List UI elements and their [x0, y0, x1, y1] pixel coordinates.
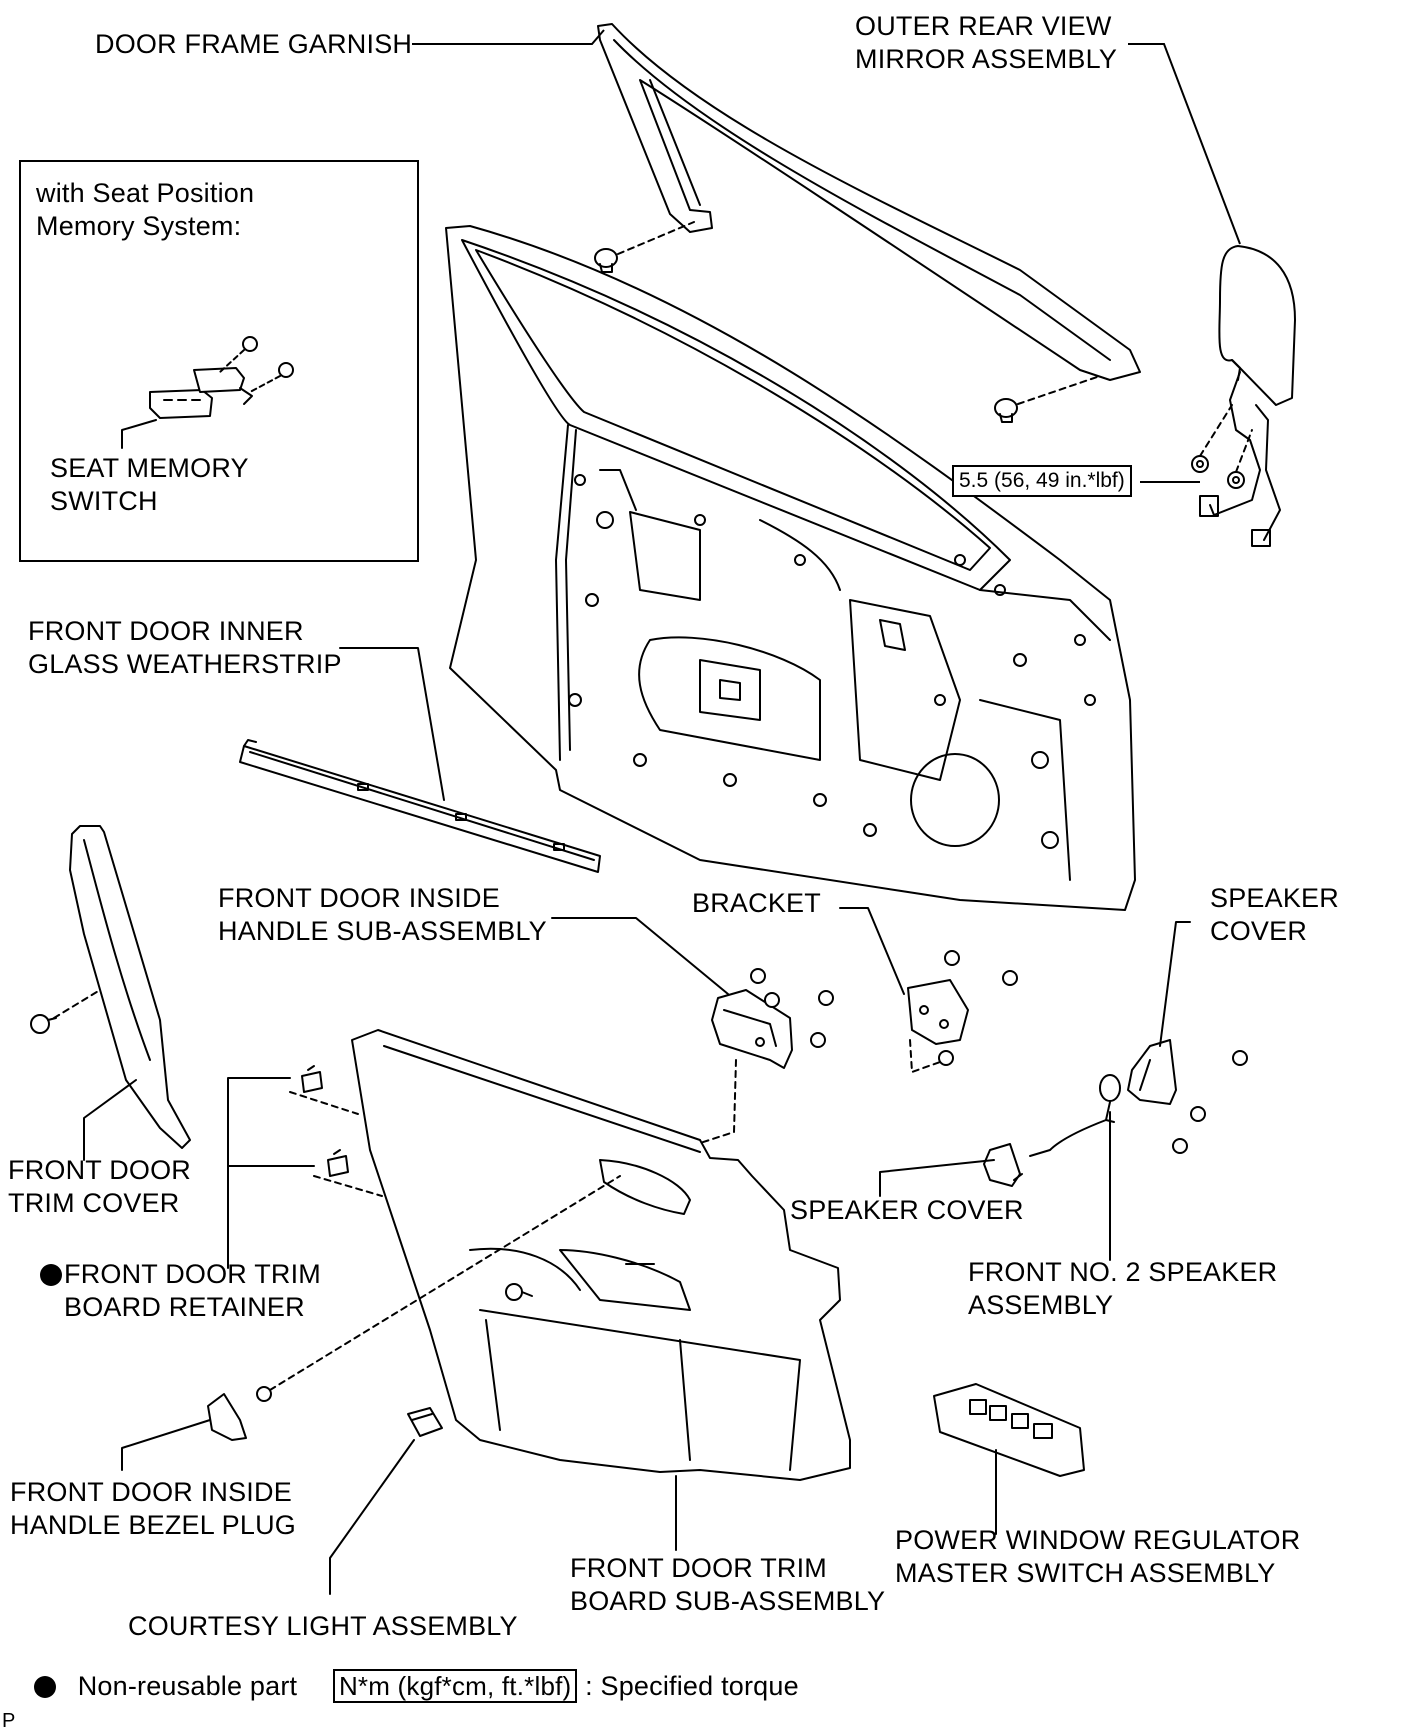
- seat-memory-screw-leader-2: [249, 375, 281, 393]
- bezel-screw: [256, 1386, 272, 1402]
- seat-memory-screw-leader-1: [219, 349, 245, 373]
- trim-board-label: FRONT DOOR TRIM BOARD SUB-ASSEMBLY: [570, 1552, 885, 1618]
- inside-handle-line1: FRONT DOOR INSIDE: [218, 883, 500, 913]
- trim-cover-leader: [83, 1079, 137, 1161]
- speaker-assembly-label: FRONT NO. 2 SPEAKER ASSEMBLY: [968, 1256, 1277, 1322]
- front-door-inner-glass-weatherstrip: [239, 739, 601, 873]
- speaker-cover-screws: [1172, 1050, 1248, 1154]
- trim-retainer-label: FRONT DOOR TRIM BOARD RETAINER: [40, 1258, 321, 1324]
- trim-retainer-line1: FRONT DOOR TRIM: [64, 1259, 321, 1289]
- speaker-assembly-line2: ASSEMBLY: [968, 1290, 1114, 1320]
- seat-memory-switch-line2: SWITCH: [50, 486, 158, 516]
- speaker-cover-upper-label: SPEAKER COVER: [1210, 882, 1339, 948]
- legend-torque-box: N*m (kgf*cm, ft.*lbf): [332, 1669, 578, 1703]
- retainer-leader: [227, 1077, 315, 1269]
- bezel-plug-label: FRONT DOOR INSIDE HANDLE BEZEL PLUG: [10, 1476, 296, 1542]
- mirror-nut-1: [1191, 455, 1209, 473]
- trim-board-screw: [505, 1283, 533, 1301]
- inside-handle-line2: HANDLE SUB-ASSEMBLY: [218, 916, 547, 946]
- speaker-cover-upper-line2: COVER: [1210, 916, 1308, 946]
- trim-cover-label: FRONT DOOR TRIM COVER: [8, 1154, 191, 1220]
- speaker-cover-lower-part: [983, 1143, 1023, 1187]
- legend-torque-text: : Specified torque: [585, 1671, 799, 1701]
- inner-weatherstrip-label: FRONT DOOR INNER GLASS WEATHERSTRIP: [28, 615, 342, 681]
- courtesy-light-label: COURTESY LIGHT ASSEMBLY: [128, 1611, 518, 1641]
- inner-weatherstrip-line2: GLASS WEATHERSTRIP: [28, 649, 342, 679]
- outer-mirror-line1: OUTER REAR VIEW: [855, 11, 1112, 41]
- bezel-screw-dashed: [269, 1175, 621, 1391]
- inside-handle-screws: [750, 968, 834, 1048]
- seat-memory-switch-part: [149, 336, 294, 419]
- legend-non-reusable-icon: [34, 1676, 56, 1698]
- courtesy-light-part: [407, 1407, 443, 1437]
- garnish-clip-leader-lower: [1017, 375, 1101, 405]
- bezel-plug-line2: HANDLE BEZEL PLUG: [10, 1510, 296, 1540]
- seat-memory-inset: [19, 160, 419, 562]
- bezel-plug-line1: FRONT DOOR INSIDE: [10, 1477, 292, 1507]
- front-door-trim-cover-part: [69, 825, 191, 1149]
- outer-mirror-line2: MIRROR ASSEMBLY: [855, 44, 1118, 74]
- courtesy-light-leader: [329, 1439, 415, 1595]
- master-switch-line2: MASTER SWITCH ASSEMBLY: [895, 1558, 1276, 1588]
- bracket-dashed: [909, 1039, 941, 1073]
- legend: Non-reusable part N*m (kgf*cm, ft.*lbf) …: [34, 1669, 799, 1703]
- bracket-part: [907, 979, 969, 1045]
- power-window-master-switch-part: [933, 1383, 1085, 1477]
- seat-memory-switch-label: SEAT MEMORY SWITCH: [50, 452, 249, 518]
- mirror-torque-spec: 5.5 (56, 49 in.*lbf): [952, 465, 1132, 497]
- front-door-inside-handle: [711, 989, 793, 1069]
- outer-mirror-label: OUTER REAR VIEW MIRROR ASSEMBLY: [855, 10, 1117, 76]
- door-frame-garnish-part: [597, 23, 1141, 381]
- front-door-panel: [445, 225, 1136, 911]
- trim-board-retainer-upper: [301, 1065, 323, 1093]
- inner-weatherstrip-line1: FRONT DOOR INNER: [28, 616, 304, 646]
- trim-board-line1: FRONT DOOR TRIM: [570, 1553, 827, 1583]
- seat-memory-switch-line1: SEAT MEMORY: [50, 453, 249, 483]
- master-switch-label: POWER WINDOW REGULATOR MASTER SWITCH ASS…: [895, 1524, 1300, 1590]
- bracket-bolts: [938, 950, 1018, 1066]
- inset-title: with Seat Position Memory System:: [36, 177, 254, 243]
- trim-cover-line1: FRONT DOOR: [8, 1155, 191, 1185]
- speaker-cover-upper-leader: [1159, 921, 1191, 1047]
- trim-board-retainer-lower: [327, 1149, 349, 1177]
- trim-board-line2: BOARD SUB-ASSEMBLY: [570, 1586, 886, 1616]
- speaker-cover-upper-part: [1127, 1039, 1177, 1105]
- speaker-assembly-line1: FRONT NO. 2 SPEAKER: [968, 1257, 1278, 1287]
- mirror-nut-leader-1: [1199, 404, 1233, 457]
- trim-cover-clip-leader: [53, 989, 101, 1019]
- inside-handle-leader: [551, 917, 729, 995]
- corner-mark: P: [2, 1710, 16, 1732]
- mirror-nut-leader-2: [1235, 429, 1253, 473]
- door-frame-garnish-label: DOOR FRAME GARNISH: [95, 29, 413, 59]
- speaker-cover-lower-label: SPEAKER COVER: [790, 1195, 1024, 1225]
- retainer-dashed-lower: [313, 1175, 383, 1197]
- seat-memory-switch-leader: [121, 419, 157, 449]
- trim-cover-line2: TRIM COVER: [8, 1188, 180, 1218]
- garnish-clip-upper: [594, 248, 618, 273]
- inset-title-line1: with Seat Position: [36, 178, 255, 208]
- trim-cover-clip: [30, 1014, 57, 1034]
- garnish-clip-leader-upper: [617, 221, 695, 255]
- inside-handle-label: FRONT DOOR INSIDE HANDLE SUB-ASSEMBLY: [218, 882, 547, 948]
- master-switch-line1: POWER WINDOW REGULATOR: [895, 1525, 1301, 1555]
- trim-retainer-line2: BOARD RETAINER: [64, 1292, 305, 1322]
- weatherstrip-leader: [339, 647, 445, 801]
- bracket-leader: [839, 907, 905, 995]
- garnish-clip-lower: [994, 398, 1018, 423]
- retainer-dashed-upper: [289, 1091, 359, 1115]
- bracket-label: BRACKET: [692, 888, 821, 918]
- legend-non-reusable-text: Non-reusable part: [77, 1671, 298, 1701]
- non-reusable-marker-icon: [40, 1264, 62, 1286]
- front-door-trim-board: [351, 1029, 851, 1481]
- speaker-cover-upper-line1: SPEAKER: [1210, 883, 1339, 913]
- inset-title-line2: Memory System:: [36, 211, 242, 241]
- bezel-plug-leader: [121, 1419, 211, 1471]
- inside-handle-bezel-plug-part: [207, 1393, 247, 1441]
- speaker-cover-lower-leader: [879, 1159, 995, 1197]
- outer-rear-view-mirror: [1199, 245, 1296, 547]
